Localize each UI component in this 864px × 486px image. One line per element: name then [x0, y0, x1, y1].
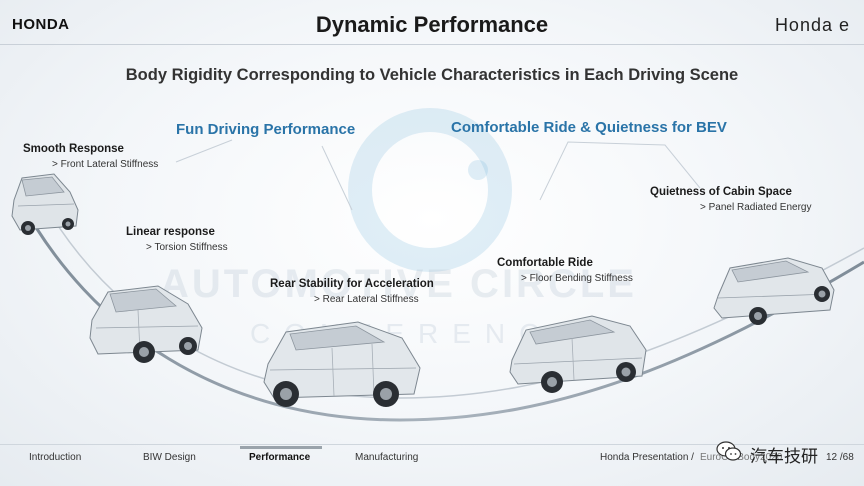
footer-nav-performance[interactable]: Performance: [249, 452, 311, 463]
slide-subtitle: Body Rigidity Corresponding to Vehicle C…: [125, 66, 739, 84]
car-image-4: [509, 315, 647, 393]
honda-logo: HONDA: [12, 16, 70, 33]
wechat-icon: [716, 441, 742, 461]
label-comfortable-ride: Comfortable Ride: [497, 257, 593, 269]
label-quietness: Quietness of Cabin Space: [650, 186, 792, 198]
detail-rear-lateral: > Rear Lateral Stiffness: [314, 294, 419, 305]
label-rear-stability: Rear Stability for Acceleration: [270, 278, 434, 290]
section-fun-driving: Fun Driving Performance: [176, 121, 356, 138]
detail-panel-radiated: > Panel Radiated Energy: [700, 202, 812, 213]
footer-page-number: 12 /68: [826, 452, 854, 463]
footer-divider: [0, 444, 864, 445]
footer-active-indicator: [240, 446, 322, 449]
footer-nav-introduction[interactable]: Introduction: [29, 452, 82, 463]
car-image-3: [263, 321, 421, 407]
label-linear-response: Linear response: [126, 226, 215, 238]
watermark-circle-icon: [348, 108, 512, 272]
detail-floor-bending: > Floor Bending Stiffness: [521, 273, 633, 284]
footer-nav-manufacturing[interactable]: Manufacturing: [355, 452, 419, 463]
wechat-account-name: 汽车技研: [750, 447, 818, 466]
car-image-5: [713, 257, 835, 325]
footer-presentation: Honda Presentation /: [600, 452, 694, 463]
footer-nav-biw-design[interactable]: BIW Design: [143, 452, 196, 463]
footer-event: EuroCarBody2020: [700, 452, 783, 463]
detail-front-lateral: > Front Lateral Stiffness: [52, 159, 159, 170]
honda-e-logo: Honda e: [774, 15, 850, 35]
detail-torsion: > Torsion Stiffness: [146, 242, 228, 253]
watermark-line1: AUTOMOTIVE CIRCLE: [160, 262, 637, 306]
car-image-2: [89, 285, 203, 363]
label-smooth-response: Smooth Response: [23, 143, 124, 155]
page-title: Dynamic Performance: [315, 12, 549, 37]
car-image-1: [11, 173, 79, 235]
section-comfort: Comfortable Ride & Quietness for BEV: [451, 119, 727, 136]
header-divider: [0, 44, 864, 45]
